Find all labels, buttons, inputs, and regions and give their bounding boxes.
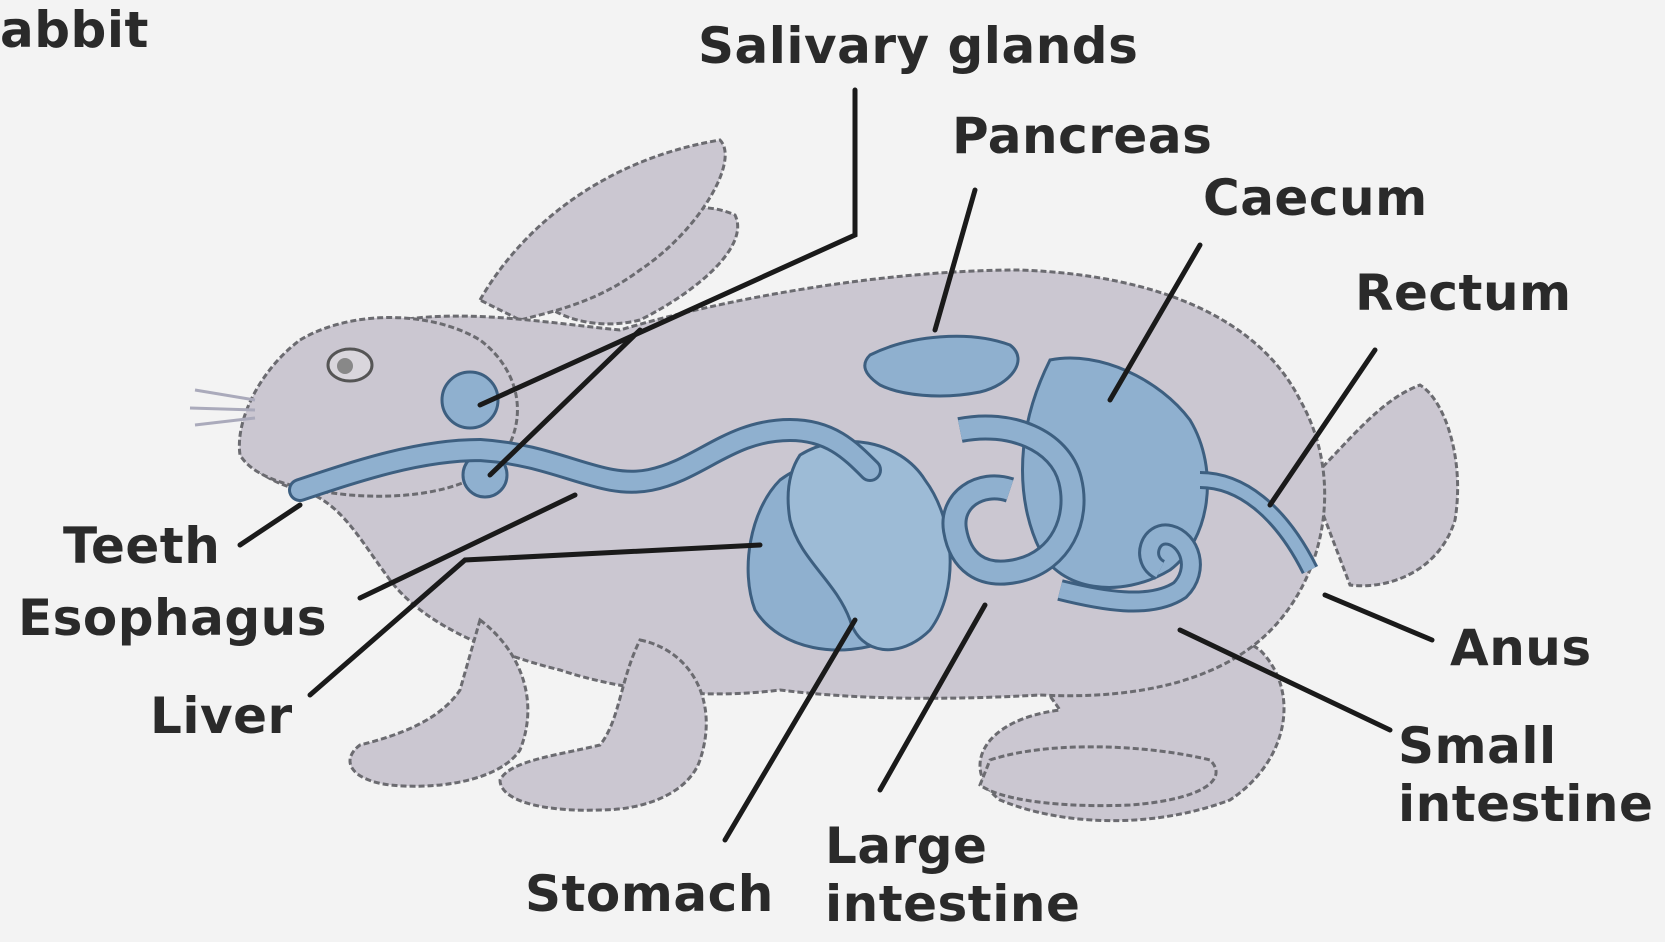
label-liver: Liver [150, 688, 293, 746]
label-pancreas: Pancreas [952, 108, 1212, 166]
label-rectum: Rectum [1355, 265, 1572, 323]
label-esophagus: Esophagus [18, 590, 327, 648]
label-caecum: Caecum [1203, 170, 1428, 228]
label-stomach: Stomach [525, 866, 774, 924]
label-teeth: Teeth [63, 518, 220, 576]
label-small-intestine: Small intestine [1398, 718, 1653, 833]
rabbit-hind-foot [980, 747, 1216, 806]
rabbit-pupil [337, 358, 353, 374]
title-partial: abbit [0, 2, 149, 60]
rabbit-whiskers [190, 390, 255, 425]
leader-teeth [240, 505, 300, 545]
label-salivary-glands: Salivary glands [698, 18, 1138, 76]
label-anus: Anus [1450, 620, 1592, 678]
label-large-intestine: Large intestine [825, 818, 1080, 933]
rabbit-front-leg [350, 620, 528, 786]
label-small-intestine-line2: intestine [1398, 776, 1653, 834]
label-large-intestine-line1: Large [825, 818, 1080, 876]
label-large-intestine-line2: intestine [825, 876, 1080, 934]
label-small-intestine-line1: Small [1398, 718, 1653, 776]
leader-anus [1325, 595, 1432, 640]
